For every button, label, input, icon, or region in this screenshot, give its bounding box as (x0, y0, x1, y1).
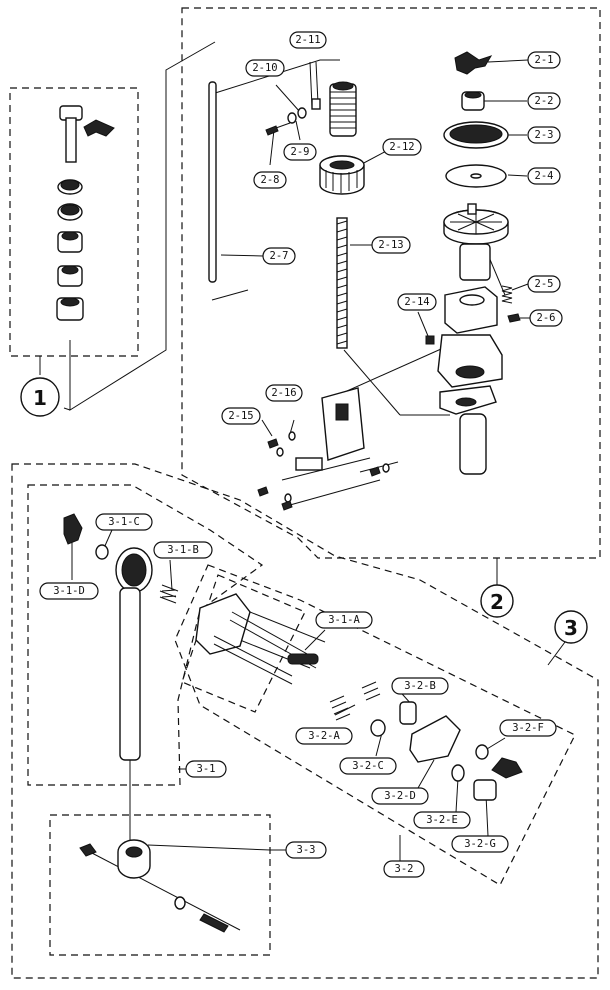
callout-3-1-d: 3-1-D (39, 582, 99, 600)
svg-text:3-2-A: 3-2-A (308, 730, 340, 742)
leader-group-1-tick (63, 407, 71, 411)
callout-2-10: 2-10 (245, 59, 285, 77)
callout-3-2-a: 3-2-A (295, 727, 353, 745)
callout-3-1: 3-1 (185, 760, 227, 778)
group-3-2-box (174, 564, 576, 886)
callout-3-2-e: 3-2-E (413, 811, 471, 829)
callout-3-2: 3-2 (383, 860, 425, 878)
svg-text:3-1-A: 3-1-A (328, 614, 360, 626)
svg-text:2-10: 2-10 (252, 62, 277, 74)
svg-text:3-1: 3-1 (197, 763, 216, 775)
callout-3-2-g: 3-2-G (451, 835, 509, 853)
svg-text:3-2-B: 3-2-B (404, 680, 436, 692)
group-3-box (11, 463, 599, 979)
callout-2-16: 2-16 (265, 384, 303, 402)
group-2-parts (208, 51, 521, 511)
callout-2-9: 2-9 (283, 143, 317, 161)
svg-text:3-2-C: 3-2-C (352, 760, 384, 772)
leader-group-3 (547, 641, 566, 666)
svg-text:2-16: 2-16 (271, 387, 296, 399)
svg-text:3-2-F: 3-2-F (512, 722, 544, 734)
svg-text:2-14: 2-14 (404, 296, 429, 308)
group-marker-1: 1 (20, 377, 60, 417)
group-marker-3: 3 (554, 610, 588, 644)
group-3-1-a-box (181, 574, 306, 713)
callout-3-2-b: 3-2-B (391, 677, 449, 695)
svg-text:3-2-D: 3-2-D (384, 790, 416, 802)
svg-text:2-1: 2-1 (535, 54, 554, 66)
group-3-1-box (27, 484, 264, 786)
group-2-box (181, 7, 601, 559)
svg-text:3-1-C: 3-1-C (108, 516, 140, 528)
callout-2-6: 2-6 (529, 309, 563, 327)
callout-2-8: 2-8 (253, 171, 287, 189)
callout-2-3: 2-3 (527, 126, 561, 144)
leader-rod-bottom (211, 289, 249, 301)
svg-text:2-15: 2-15 (228, 410, 253, 422)
callout-3-2-c: 3-2-C (339, 757, 397, 775)
callout-3-1-c: 3-1-C (95, 513, 153, 531)
callout-2-13: 2-13 (371, 236, 411, 254)
group-1-parts (56, 105, 115, 321)
svg-text:2-4: 2-4 (535, 170, 554, 182)
group-marker-2: 2 (480, 584, 514, 618)
callout-2-2: 2-2 (527, 92, 561, 110)
svg-text:3: 3 (564, 616, 578, 640)
callout-3-1-a: 3-1-A (315, 611, 373, 629)
svg-text:3-1-B: 3-1-B (167, 544, 199, 556)
svg-text:2-13: 2-13 (378, 239, 403, 251)
callout-2-11: 2-11 (289, 31, 327, 49)
svg-text:2-6: 2-6 (537, 312, 556, 324)
callout-2-7: 2-7 (262, 247, 296, 265)
group-1-box (9, 87, 139, 357)
callout-2-1: 2-1 (527, 51, 561, 69)
svg-text:2-2: 2-2 (535, 95, 554, 107)
svg-text:3-3: 3-3 (297, 844, 316, 856)
callout-2-4: 2-4 (527, 167, 561, 185)
svg-text:2-9: 2-9 (291, 146, 310, 158)
callout-2-12: 2-12 (382, 138, 422, 156)
svg-text:2-8: 2-8 (261, 174, 280, 186)
svg-text:3-1-D: 3-1-D (53, 585, 85, 597)
callout-2-14: 2-14 (397, 293, 437, 311)
svg-text:3-2-G: 3-2-G (464, 838, 496, 850)
callout-3-3: 3-3 (285, 841, 327, 859)
leader-rod-top (211, 59, 340, 95)
callout-3-2-f: 3-2-F (499, 719, 557, 737)
svg-text:3-2: 3-2 (395, 863, 414, 875)
svg-text:2-7: 2-7 (270, 250, 289, 262)
callout-3-1-b: 3-1-B (153, 541, 213, 559)
svg-text:2: 2 (490, 590, 504, 614)
svg-text:3-2-E: 3-2-E (426, 814, 458, 826)
callout-2-15: 2-15 (221, 407, 261, 425)
svg-text:1: 1 (33, 386, 47, 410)
callout-2-5: 2-5 (527, 275, 561, 293)
svg-text:2-12: 2-12 (389, 141, 414, 153)
group-3-parts (63, 513, 523, 933)
svg-text:2-11: 2-11 (295, 34, 320, 46)
svg-text:2-3: 2-3 (535, 129, 554, 141)
callout-3-2-d: 3-2-D (371, 787, 429, 805)
group-3-3-box (49, 814, 271, 956)
leader-group-1-rod (69, 41, 216, 411)
svg-text:2-5: 2-5 (535, 278, 554, 290)
